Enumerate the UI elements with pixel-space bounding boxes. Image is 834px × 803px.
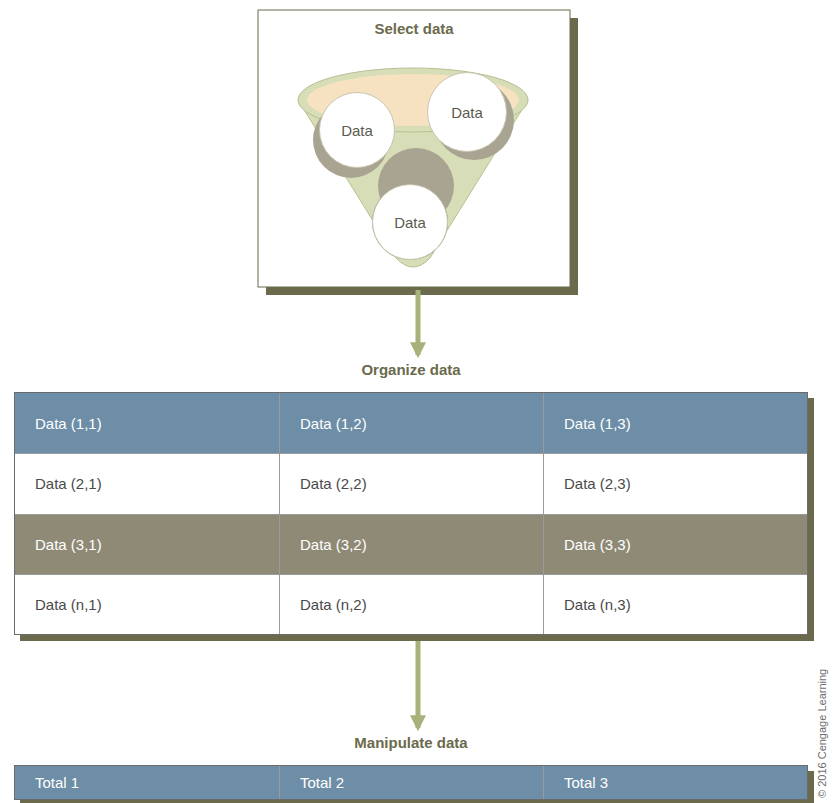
cell-text: Data (3,3) bbox=[564, 536, 631, 553]
table-cell: Data (3,2) bbox=[279, 514, 543, 574]
table-cell: Data (n,2) bbox=[279, 574, 543, 634]
table-cell: Data (3,1) bbox=[15, 514, 279, 574]
table-cell: Data (2,3) bbox=[543, 453, 807, 513]
box-ground bbox=[258, 10, 570, 287]
table-cell: Total 3 bbox=[543, 766, 807, 799]
cell-text: Data (2,1) bbox=[35, 475, 102, 492]
table-cell: Data (1,3) bbox=[543, 393, 807, 453]
copyright-note: © 2016 Cengage Learning bbox=[816, 669, 828, 798]
table-cell: Data (2,2) bbox=[279, 453, 543, 513]
cell-text: Data (2,2) bbox=[300, 475, 367, 492]
cell-text: Data (n,3) bbox=[564, 596, 631, 613]
flow-arrow bbox=[416, 290, 421, 355]
cell-text: Data (n,2) bbox=[300, 596, 367, 613]
cell-text: Data (1,1) bbox=[35, 415, 102, 432]
data-circle: Data bbox=[319, 92, 395, 168]
table-cell: Data (1,1) bbox=[15, 393, 279, 453]
table-heading: Organize data bbox=[15, 361, 807, 378]
cell-text: Data (1,3) bbox=[564, 415, 631, 432]
circle-label: Data bbox=[394, 214, 426, 231]
circle-shadow bbox=[372, 184, 448, 260]
cell-text: Data (3,2) bbox=[300, 536, 367, 553]
data-table: Manipulate dataTotal 1Total 2Total 3 bbox=[14, 765, 808, 800]
circle-label: Data bbox=[451, 104, 483, 121]
table-cell: Data (n,3) bbox=[543, 574, 807, 634]
data-table: Organize dataData (1,1)Data (1,2)Data (1… bbox=[14, 392, 808, 635]
cell-text: Total 2 bbox=[300, 774, 344, 791]
select-box: Select dataDataDataData bbox=[258, 10, 570, 287]
table-cell: Data (3,3) bbox=[543, 514, 807, 574]
table-cell: Data (2,1) bbox=[15, 453, 279, 513]
table-cell: Data (n,1) bbox=[15, 574, 279, 634]
table-cell: Data (1,2) bbox=[279, 393, 543, 453]
table-heading: Manipulate data bbox=[15, 734, 807, 751]
table-cell: Total 1 bbox=[15, 766, 279, 799]
cell-text: Total 3 bbox=[564, 774, 608, 791]
data-circle: Data bbox=[427, 72, 507, 152]
circle-label: Data bbox=[341, 122, 373, 139]
cell-text: Data (3,1) bbox=[35, 536, 102, 553]
box-heading: Select data bbox=[258, 20, 570, 37]
data-circle: Data bbox=[372, 184, 448, 260]
cell-text: Data (2,3) bbox=[564, 475, 631, 492]
cell-text: Data (1,2) bbox=[300, 415, 367, 432]
flow-arrow bbox=[416, 638, 421, 728]
cell-text: Data (n,1) bbox=[35, 596, 102, 613]
table-cell: Total 2 bbox=[279, 766, 543, 799]
cell-text: Total 1 bbox=[35, 774, 79, 791]
